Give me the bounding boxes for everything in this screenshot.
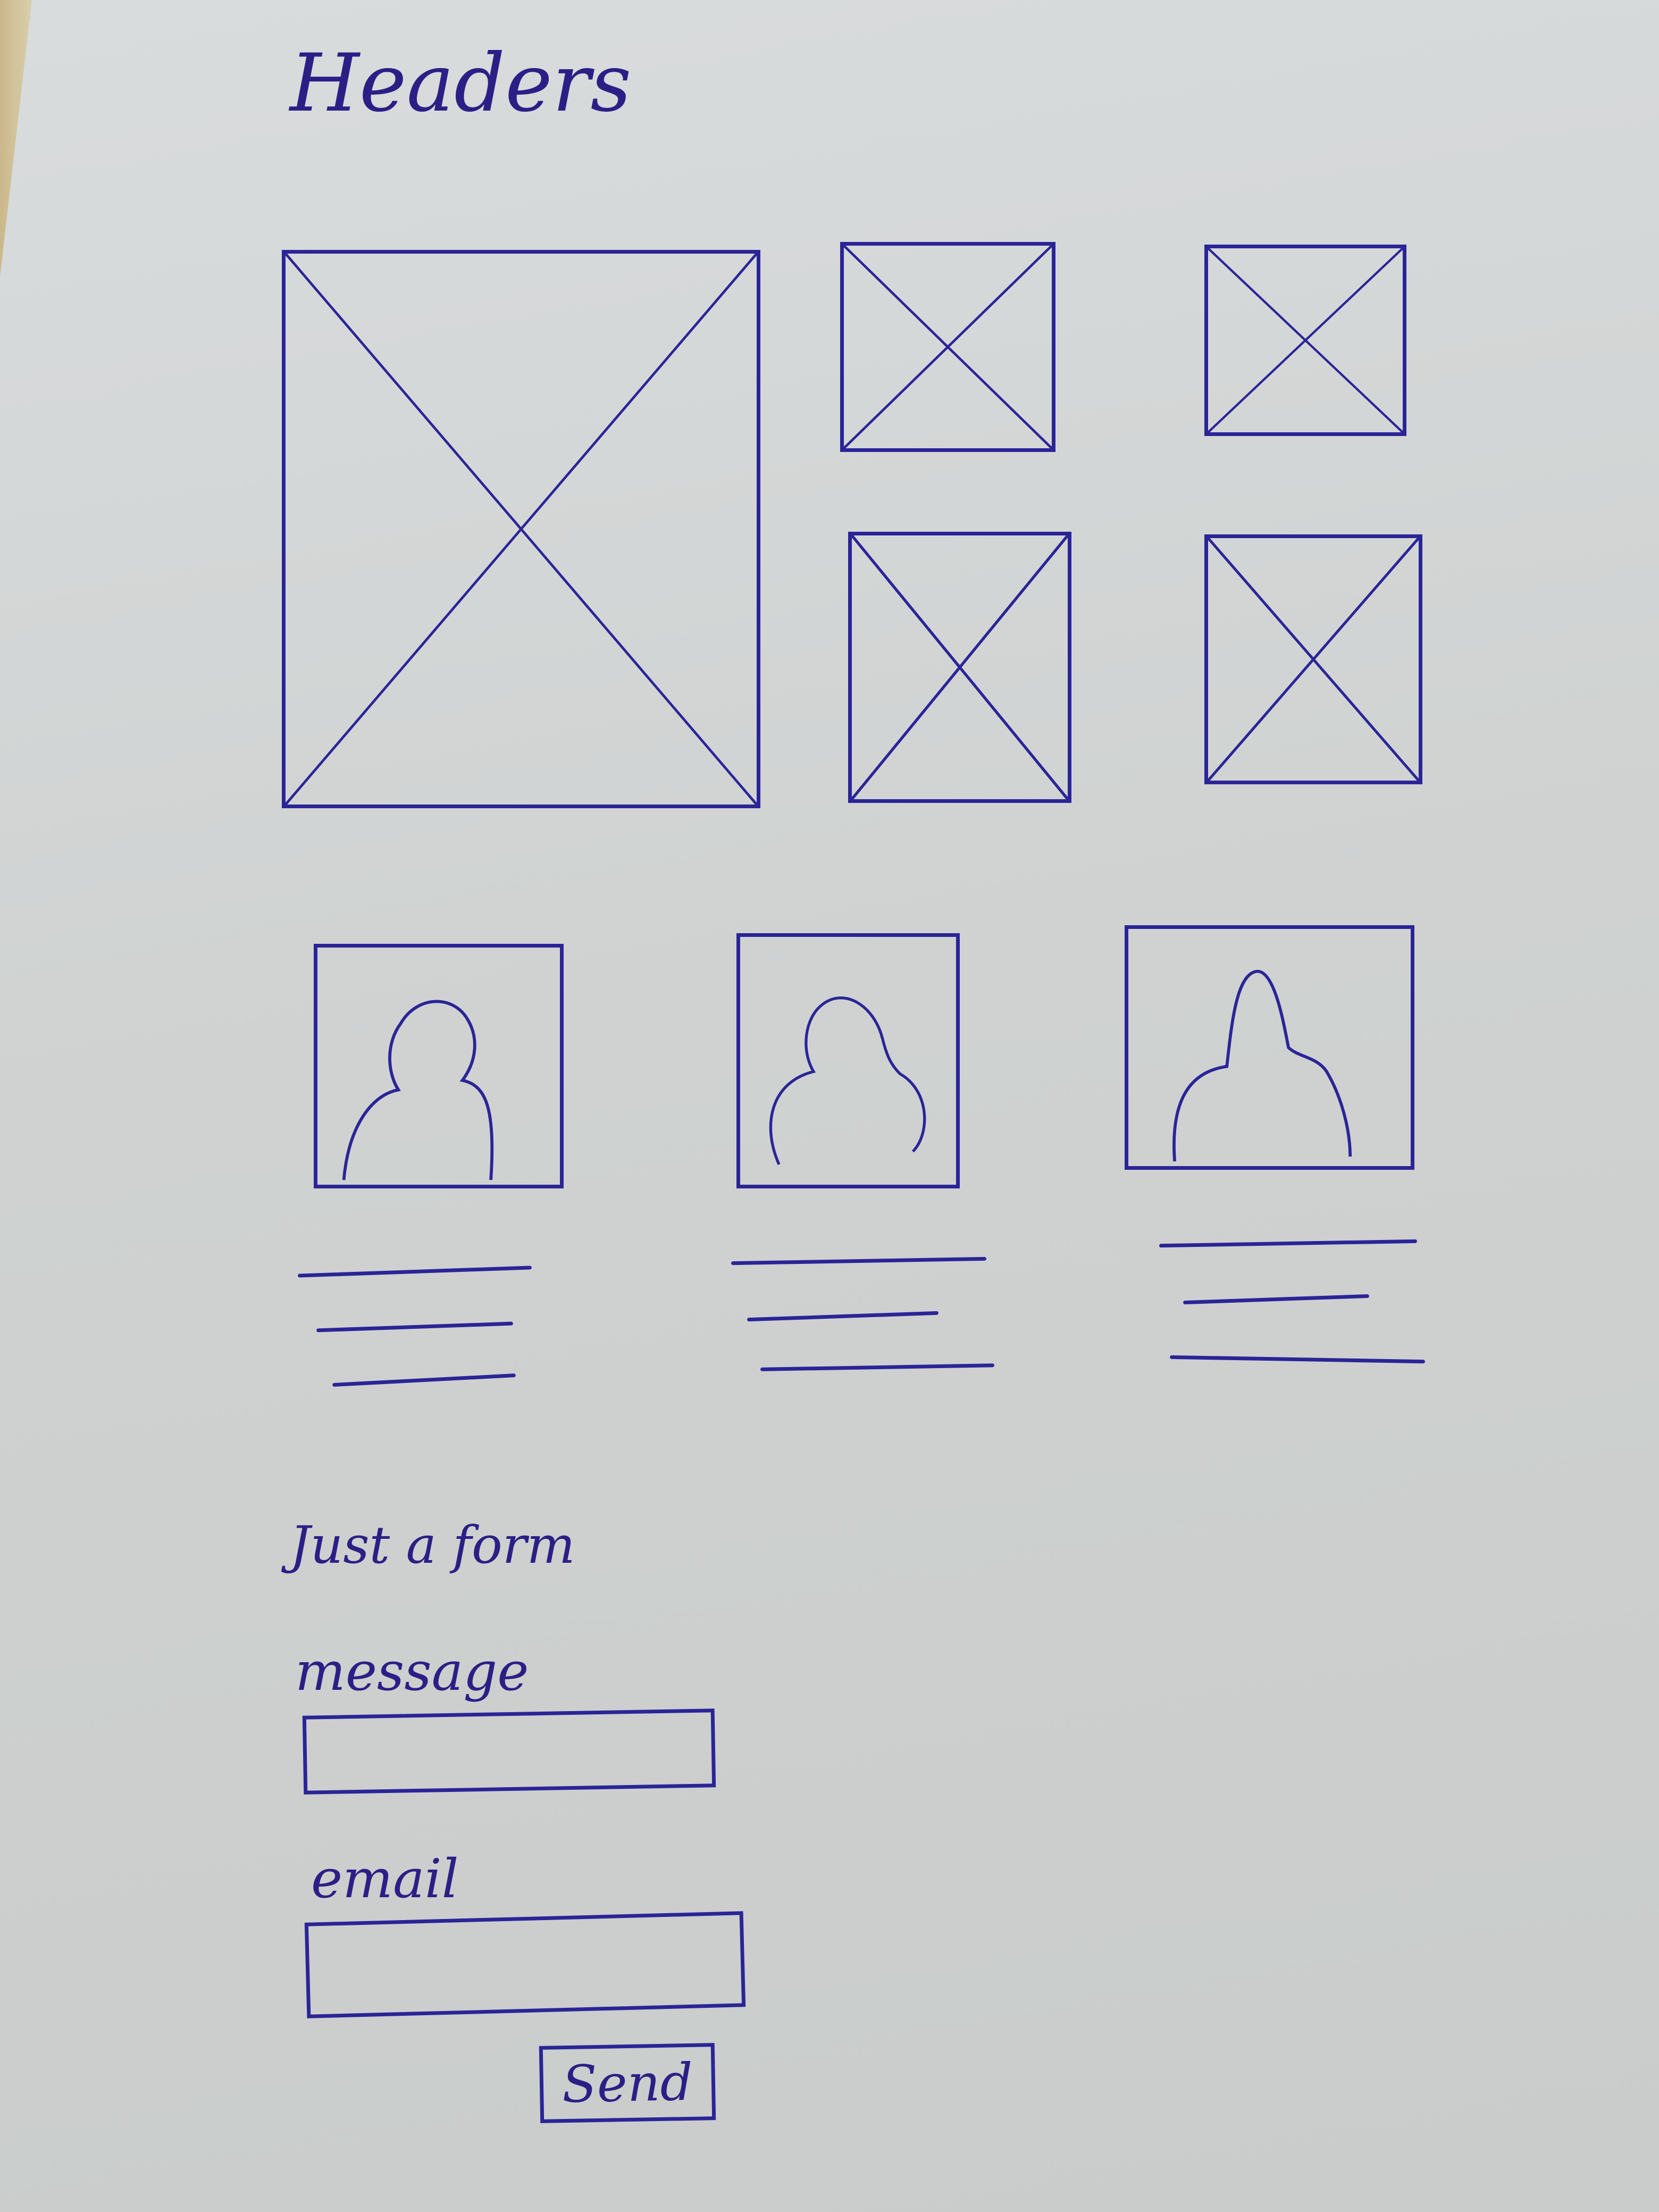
thumbnail-placeholder-bottom-right (1204, 534, 1422, 784)
card-1-text-line-3 (332, 1373, 516, 1387)
message-input[interactable] (302, 1708, 716, 1795)
card-1-text-line-1 (298, 1266, 532, 1278)
profile-card-image-1 (314, 944, 564, 1188)
form-title: Just a form (290, 1515, 575, 1575)
email-label: email (311, 1848, 459, 1910)
email-input[interactable] (304, 1911, 746, 2018)
card-3-text-line-1 (1159, 1239, 1418, 1248)
x-image-placeholder-icon (851, 534, 1069, 801)
card-1-text-line-2 (316, 1321, 514, 1333)
profile-card-image-3 (1125, 925, 1414, 1170)
person-avatar-icon (1172, 970, 1352, 1162)
profile-card-image-2 (736, 933, 960, 1188)
page-title: Headers (290, 37, 632, 130)
person-avatar-icon (769, 996, 926, 1165)
thumbnail-placeholder-top-left (840, 242, 1055, 452)
card-2-text-line-3 (760, 1363, 995, 1371)
x-image-placeholder-icon (1207, 537, 1420, 782)
x-image-placeholder-icon (1207, 247, 1404, 433)
x-image-placeholder-icon (284, 253, 758, 806)
card-2-text-line-2 (747, 1311, 939, 1322)
table-edge (0, 0, 32, 276)
thumbnail-placeholder-top-right (1204, 245, 1406, 436)
x-image-placeholder-icon (843, 245, 1053, 449)
card-3-text-line-2 (1183, 1294, 1370, 1305)
card-2-text-line-1 (731, 1256, 987, 1266)
card-3-text-line-3 (1169, 1355, 1426, 1364)
thumbnail-placeholder-bottom-left (848, 532, 1071, 803)
hero-image-placeholder (282, 250, 760, 808)
message-label: message (295, 1640, 529, 1703)
send-button[interactable]: Send (539, 2043, 716, 2123)
person-avatar-icon (342, 1000, 494, 1180)
